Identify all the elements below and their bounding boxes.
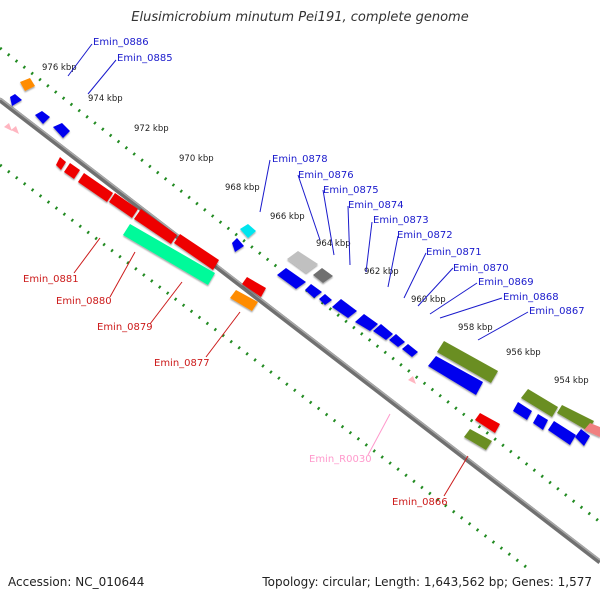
tick-974: 974 kbp	[88, 94, 123, 104]
gene-emin-0875	[305, 284, 322, 298]
reverse-gene-labels: Emin_0881 Emin_0880 Emin_0879 Emin_0877 …	[23, 274, 448, 508]
gene-emin-0876	[277, 268, 306, 289]
label-emin-0878: Emin_0878	[272, 154, 328, 165]
gene-emin-0870	[389, 334, 405, 347]
label-emin-r0030: Emin_R0030	[309, 454, 372, 465]
gene-emin-0886	[20, 78, 35, 91]
gene-emin-0869	[402, 344, 418, 357]
label-emin-0881: Emin_0881	[23, 274, 79, 285]
gene-blue-c	[548, 421, 576, 445]
gene-emin-0880-a	[109, 193, 138, 218]
gene-emin-0868	[437, 341, 498, 383]
inner-scale-arc	[0, 163, 531, 572]
tick-966: 966 kbp	[270, 212, 305, 222]
tick-956: 956 kbp	[506, 348, 541, 358]
gene-emin-0879	[123, 224, 215, 285]
map-title: Elusimicrobium minutum Pei191, complete …	[131, 10, 469, 25]
gene-olive-b	[557, 405, 594, 431]
label-emin-0880: Emin_0880	[56, 296, 112, 307]
forward-genes	[10, 78, 600, 446]
reverse-callouts	[73, 237, 469, 497]
gene-grey-light	[287, 251, 318, 273]
label-emin-0867: Emin_0867	[529, 306, 585, 317]
gene-emin-0872	[355, 314, 378, 331]
gene-emin-0866	[464, 429, 492, 450]
gene-forward-a	[35, 111, 50, 124]
gene-emin-0867	[428, 356, 483, 395]
label-emin-0875: Emin_0875	[323, 185, 379, 196]
gene-emin-0877	[230, 290, 258, 311]
tick-954: 954 kbp	[554, 376, 589, 386]
rrna-genes	[4, 123, 416, 384]
label-emin-0866: Emin_0866	[392, 497, 448, 508]
gene-blue-b	[533, 414, 548, 430]
gene-salmon	[584, 423, 600, 437]
tick-976: 976 kbp	[42, 63, 77, 73]
rrna-gene-labels: Emin_R0030	[309, 454, 372, 465]
label-emin-0879: Emin_0879	[97, 322, 153, 333]
label-emin-0885: Emin_0885	[117, 53, 173, 64]
label-emin-0870: Emin_0870	[453, 263, 509, 274]
rrna-callouts	[367, 413, 391, 456]
genome-backbone	[0, 98, 600, 564]
rrna-marker-a	[4, 123, 12, 131]
tick-972: 972 kbp	[134, 124, 169, 134]
gene-emin-0885	[10, 94, 22, 106]
gene-olive-a	[521, 389, 558, 417]
gene-blue-a	[513, 402, 532, 420]
rrna-emin-r0030	[408, 376, 416, 384]
tick-968: 968 kbp	[225, 183, 260, 193]
reverse-genes	[56, 157, 500, 450]
accession-text: Accession: NC_010644	[8, 575, 145, 589]
tick-964: 964 kbp	[316, 239, 351, 249]
gene-emin-0871	[373, 324, 393, 340]
gene-emin-0878	[232, 238, 244, 252]
gene-emin-0877-red	[242, 277, 266, 297]
label-emin-0872: Emin_0872	[397, 230, 453, 241]
genome-summary-text: Topology: circular; Length: 1,643,562 bp…	[262, 575, 592, 589]
gene-cyan	[240, 224, 256, 238]
label-emin-0868: Emin_0868	[503, 292, 559, 303]
scale-tick-labels: 976 kbp 974 kbp 972 kbp 970 kbp 968 kbp …	[42, 63, 589, 386]
label-emin-0876: Emin_0876	[298, 170, 354, 181]
gene-emin-0880-b	[134, 209, 177, 244]
tick-958: 958 kbp	[458, 323, 493, 333]
tick-962: 962 kbp	[364, 267, 399, 277]
gene-emin-0866-red	[475, 413, 500, 433]
label-emin-0869: Emin_0869	[478, 277, 534, 288]
gene-emin-0881-a	[64, 163, 80, 179]
gene-emin-0881-b	[78, 173, 113, 202]
gene-forward-b	[53, 123, 70, 138]
label-emin-0874: Emin_0874	[348, 200, 404, 211]
tick-960: 960 kbp	[411, 295, 446, 305]
label-emin-0886: Emin_0886	[93, 37, 149, 48]
tick-970: 970 kbp	[179, 154, 214, 164]
rrna-marker-b	[11, 126, 19, 134]
gene-grey-dark	[313, 268, 333, 283]
gene-emin-0873	[332, 299, 357, 318]
label-emin-0871: Emin_0871	[426, 247, 482, 258]
gene-emin-0880-c	[174, 234, 219, 270]
gene-blue-d	[575, 429, 590, 446]
forward-callouts	[67, 43, 529, 341]
forward-gene-labels: Emin_0886 Emin_0885 Emin_0878 Emin_0876 …	[93, 37, 585, 317]
label-emin-0877: Emin_0877	[154, 358, 210, 369]
label-emin-0873: Emin_0873	[373, 215, 429, 226]
genome-backbone-highlight	[0, 97, 600, 561]
gene-red-arrow	[56, 157, 66, 170]
gene-emin-0874	[319, 294, 332, 305]
